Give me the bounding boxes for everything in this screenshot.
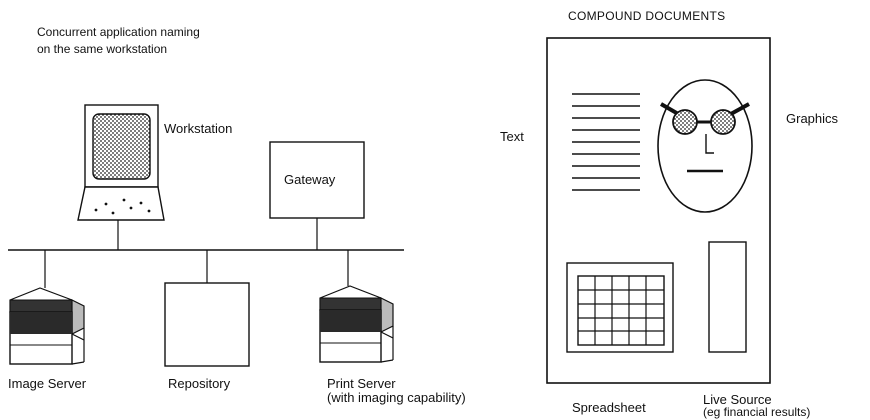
graphics-face-icon: [657, 79, 753, 213]
spreadsheet-label: Spreadsheet: [572, 400, 646, 415]
print-server-icon: [319, 285, 394, 363]
print-server-sublabel: (with imaging capability): [327, 390, 466, 405]
workstation-label: Workstation: [164, 121, 233, 136]
workstation-icon: [77, 104, 165, 221]
image-server-icon: [9, 287, 85, 365]
gateway-box: [269, 141, 365, 219]
live-source-label: Live Source: [703, 392, 772, 407]
caption-line-2: on the same workstation: [37, 42, 168, 56]
compound-documents-title: COMPOUND DOCUMENTS: [568, 9, 726, 23]
graphics-label: Graphics: [786, 111, 839, 126]
live-source-box: [708, 241, 747, 353]
repository-label: Repository: [168, 376, 231, 391]
text-block-icon: [572, 93, 640, 191]
caption-line-1: Concurrent application naming: [37, 25, 200, 39]
image-server-label: Image Server: [8, 376, 87, 391]
repository-box: [164, 282, 250, 367]
spreadsheet-icon: [566, 262, 674, 353]
network-bus: [8, 218, 404, 288]
gateway-label: Gateway: [284, 172, 336, 187]
text-label: Text: [500, 129, 524, 144]
print-server-label: Print Server: [327, 376, 396, 391]
live-source-sublabel: (eg financial results): [703, 405, 811, 419]
